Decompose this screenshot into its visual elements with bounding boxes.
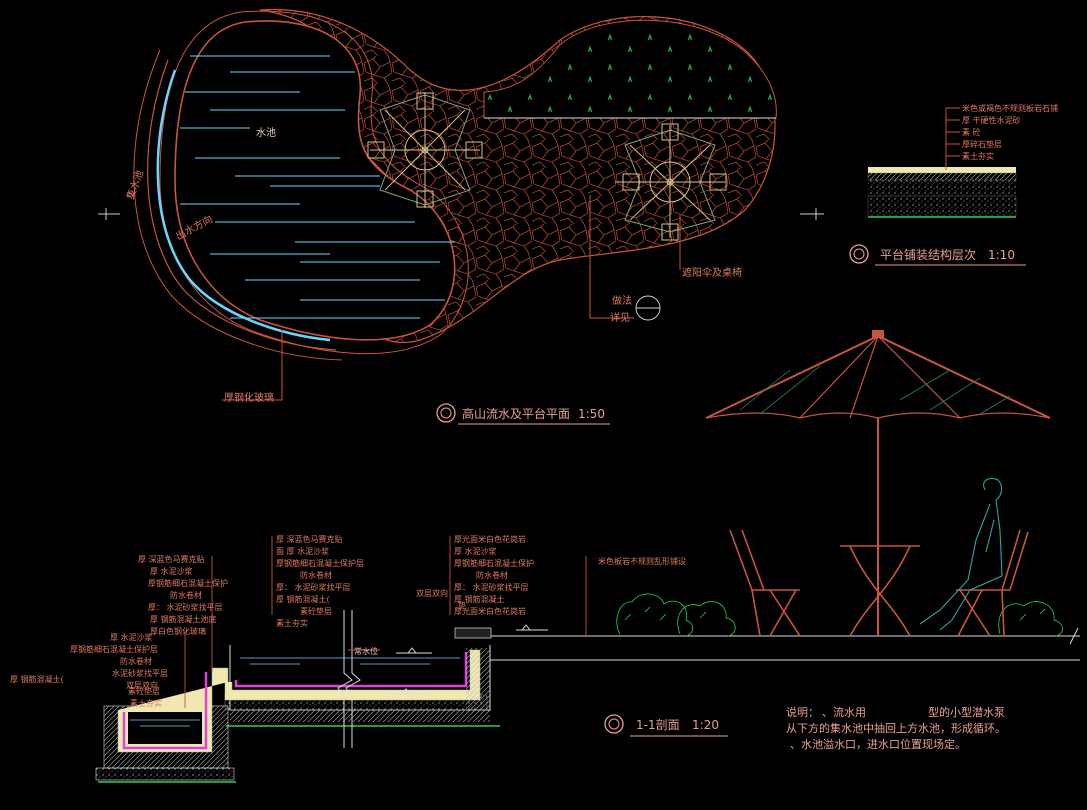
label-slate-paving: 米色板岩不规则乱形铺设: [598, 556, 686, 566]
svg-text:厚 水泥沙浆: 厚 水泥沙浆: [150, 566, 193, 576]
label-collect-pool: 集水池: [124, 168, 146, 201]
svg-text:型的小型潜水泵: 型的小型潜水泵: [928, 705, 1005, 719]
section-scale: 1:20: [692, 718, 719, 732]
svg-text:、水池溢水口，进水口位置现场定。: 、水池溢水口，进水口位置现场定。: [790, 737, 966, 751]
section-mid-labels: 厚 深蓝色马赛克贴 面 厚 水泥沙浆 厚钢筋细石混凝土保护层 防水卷材 厚： 水…: [276, 534, 378, 656]
svg-text:厚 钢筋混凝土池底: 厚 钢筋混凝土池底: [150, 614, 217, 624]
platform-detail-scale: 1:10: [988, 248, 1015, 262]
umbrella-elevation: [705, 330, 1051, 636]
svg-text:厚： 水泥砂浆找平层: 厚： 水泥砂浆找平层: [148, 602, 223, 612]
section-view: 厚 深蓝色马赛克贴 厚 水泥沙浆 厚钢筋细石混凝土保护 防水卷材 厚： 水泥砂浆…: [10, 330, 1080, 783]
svg-text:防水卷材: 防水卷材: [476, 570, 508, 580]
shrubs: [616, 593, 1063, 637]
svg-text:厚 钢筋混凝土: 厚 钢筋混凝土: [454, 594, 505, 604]
plan-title: 高山流水及平台平面: [462, 406, 570, 421]
svg-text:厚光面米白色花岗岩: 厚光面米白色花岗岩: [454, 534, 526, 544]
layer-4: 厚碎石垫层: [962, 139, 1002, 149]
label-glass: 厚钢化玻璃: [224, 391, 274, 404]
svg-text:厚 水泥沙浆: 厚 水泥沙浆: [110, 632, 153, 642]
label-detail: 详见: [610, 311, 630, 324]
svg-text:双层双向: 双层双向: [126, 680, 158, 690]
svg-text:素土夯实: 素土夯实: [276, 618, 308, 628]
svg-text:垫: 垫: [458, 600, 466, 610]
svg-text:厚 深蓝色马赛克贴: 厚 深蓝色马赛克贴: [138, 554, 205, 564]
svg-text:、流水用: 、流水用: [822, 705, 866, 719]
svg-text:素砼垫层: 素砼垫层: [128, 686, 160, 696]
label-pool: 水池: [256, 126, 276, 139]
table-chairs: [729, 529, 1029, 637]
platform-detail-title: 平台铺装结构层次: [880, 247, 976, 262]
svg-text:素土夯实: 素土夯实: [130, 698, 162, 708]
svg-text:厚钢筋细石混凝土保护: 厚钢筋细石混凝土保护: [148, 578, 228, 588]
seated-figure: [919, 477, 1003, 631]
svg-text:厚钢筋细石混凝土保护层: 厚钢筋细石混凝土保护层: [276, 558, 364, 568]
layer-2: 厚 干硬性水泥砂: [962, 115, 1021, 125]
section-title: 1-1剖面: [636, 718, 680, 732]
svg-text:防水卷材: 防水卷材: [300, 570, 332, 580]
svg-text:厚白色钢化玻璃: 厚白色钢化玻璃: [150, 626, 206, 636]
svg-text:面 厚 水泥沙浆: 面 厚 水泥沙浆: [276, 546, 329, 556]
label-water-level: 常水位: [354, 646, 378, 656]
svg-text:防水卷材: 防水卷材: [120, 656, 152, 666]
label-method: 做法: [612, 294, 632, 307]
layer-1: 米色或褐色不规则板岩石铺: [962, 103, 1058, 113]
svg-text:厚光面米白色花岗岩: 厚光面米白色花岗岩: [454, 606, 526, 616]
svg-text:水泥砂浆找平层: 水泥砂浆找平层: [112, 668, 168, 678]
water-lines: [180, 55, 455, 319]
svg-text:厚 水泥沙浆: 厚 水泥沙浆: [454, 546, 497, 556]
svg-text:厚钢筋细石混凝土保护: 厚钢筋细石混凝土保护: [454, 558, 534, 568]
svg-text:厚： 水泥砂浆找平层: 厚： 水泥砂浆找平层: [276, 582, 351, 592]
svg-text:双层双向: 双层双向: [416, 588, 448, 598]
pool-area: [174, 20, 456, 341]
svg-text:从下方的集水池中抽回上方水池，形成循环。: 从下方的集水池中抽回上方水池，形成循环。: [786, 721, 1006, 735]
svg-text:防水卷材: 防水卷材: [170, 590, 202, 600]
notes: 说明： 、流水用 型的小型潜水泵 从下方的集水池中抽回上方水池，形成循环。 、水…: [786, 705, 1006, 751]
layer-3: 素 砼: [962, 127, 981, 137]
svg-text:厚 钢筋混凝土(: 厚 钢筋混凝土(: [276, 594, 330, 604]
plan-view: 水池 集水池 出水方向 厚钢化玻璃 遮阳伞及桌椅 做法 详见 高山流水及平台平面…: [98, 8, 824, 425]
label-umbrella: 遮阳伞及桌椅: [682, 266, 742, 279]
section-left-labels: 厚 深蓝色马赛克贴 厚 水泥沙浆 厚钢筋细石混凝土保护 防水卷材 厚： 水泥砂浆…: [138, 554, 228, 636]
svg-text:厚钢筋细石混凝土保护层: 厚钢筋细石混凝土保护层: [70, 644, 158, 654]
section-right-labels: 厚光面米白色花岗岩 厚 水泥沙浆 厚钢筋细石混凝土保护 防水卷材 厚： 水泥砂浆…: [416, 534, 686, 616]
platform-detail: 米色或褐色不规则板岩石铺 厚 干硬性水泥砂 素 砼 厚碎石垫层 素土夯实 平台铺…: [849, 103, 1058, 266]
plan-scale: 1:50: [578, 407, 605, 421]
svg-text:厚 钢筋混凝土(: 厚 钢筋混凝土(: [10, 674, 64, 684]
svg-text:厚： 水泥砂浆找平层: 厚： 水泥砂浆找平层: [454, 582, 529, 592]
svg-text:厚 深蓝色马赛克贴: 厚 深蓝色马赛克贴: [276, 534, 343, 544]
svg-text:说明：: 说明：: [786, 705, 819, 719]
layer-5: 素土夯实: [962, 151, 994, 161]
umbrella-table-right: [615, 123, 727, 241]
section-far-left-labels: 厚 水泥沙浆 厚钢筋细石混凝土保护层 防水卷材 水泥砂浆找平层 双层双向 素砼垫…: [10, 632, 168, 708]
svg-text:素砼垫层: 素砼垫层: [300, 606, 332, 616]
umbrella-table-left: [367, 92, 483, 208]
